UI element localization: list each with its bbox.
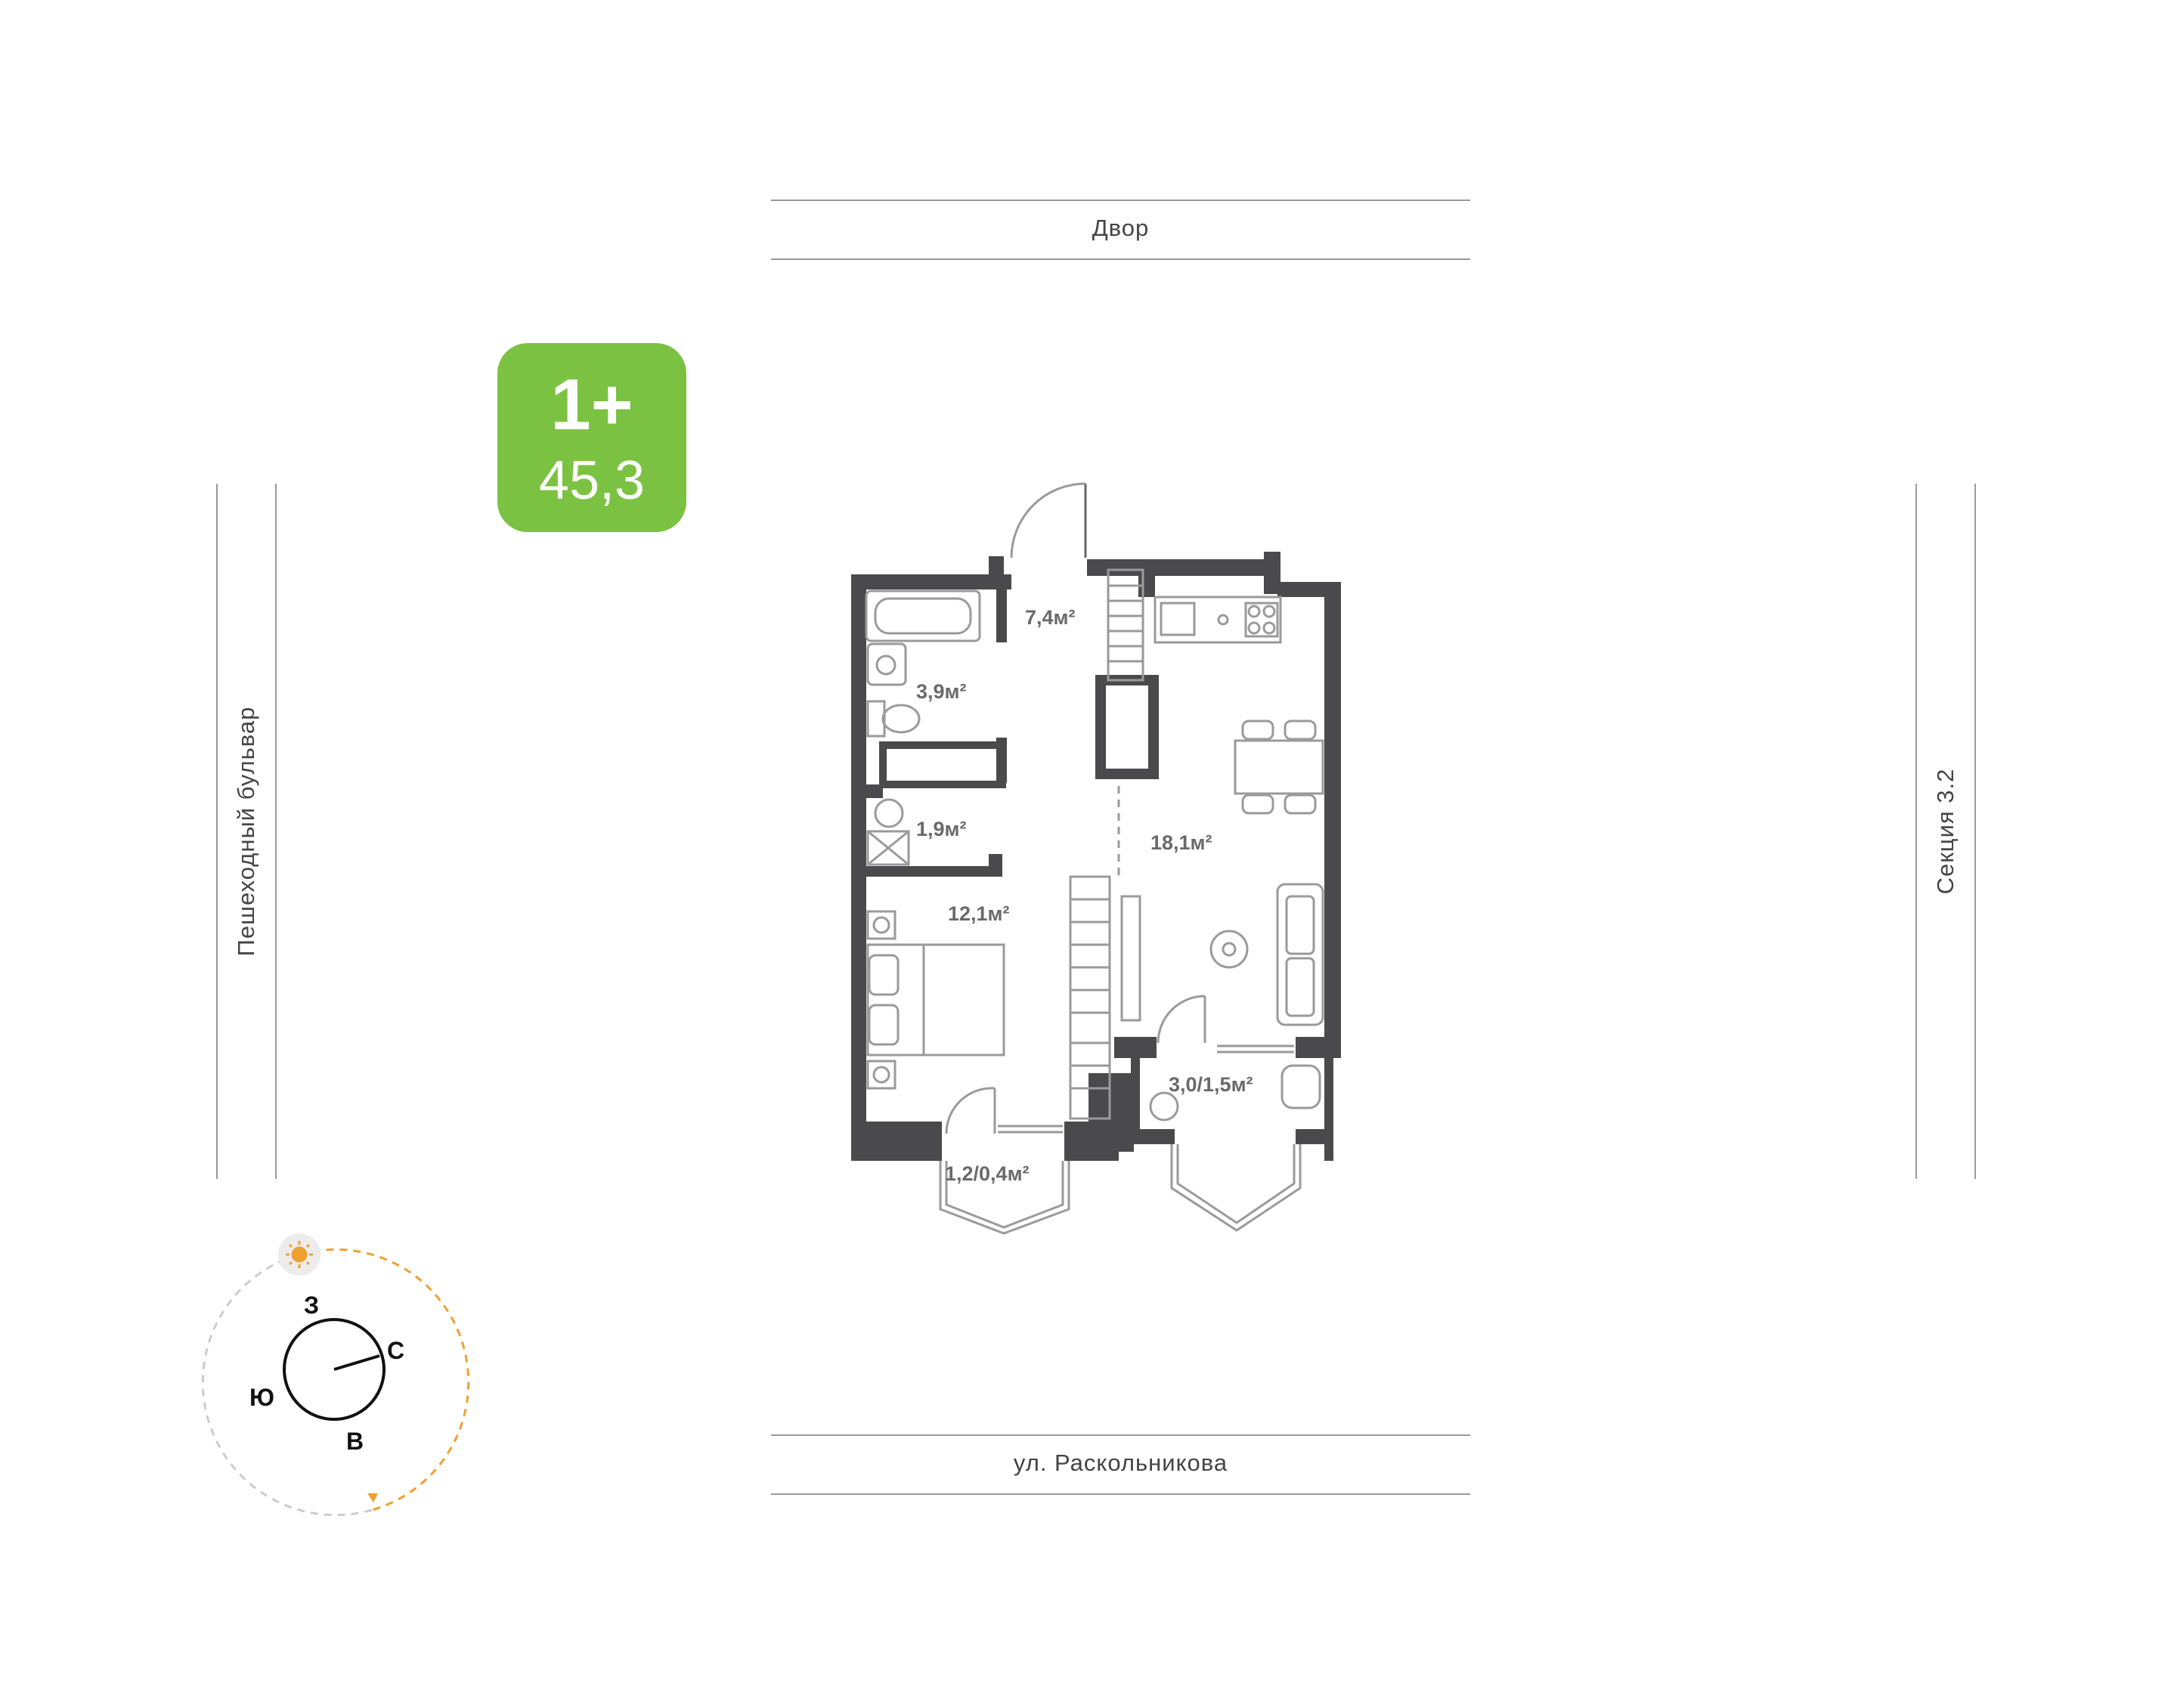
- nightstand: [866, 910, 897, 940]
- frame-line: [771, 258, 1470, 260]
- bed-blanket: [922, 943, 1005, 1057]
- wall-duct: [879, 741, 1006, 788]
- wall-top-right: [1087, 559, 1277, 576]
- wall-laundry-bottom: [866, 866, 999, 877]
- tv-stand: [1120, 895, 1141, 1022]
- compass-dial: [283, 1318, 386, 1421]
- kitchen-sink: [1160, 602, 1196, 636]
- nightstand: [866, 1060, 897, 1090]
- details: [865, 482, 1324, 1235]
- wall-top-left: [851, 574, 1011, 589]
- wall-living-bottom-right: [1296, 1037, 1341, 1058]
- plant: [1149, 1091, 1179, 1122]
- room-area-laundry: 1,9м²: [916, 818, 967, 840]
- bedroom-balcony-door: [945, 1087, 996, 1134]
- frame-line: [771, 1434, 1470, 1436]
- sun-path: [299, 1248, 470, 1512]
- room-labels: 7,4м² 3,9м² 1,9м² 12,1м² 18,1м² 3,0/1,5м…: [916, 606, 1253, 1185]
- toilet-bowl: [881, 704, 921, 734]
- frame-line: [771, 1493, 1470, 1495]
- toilet-tank: [866, 700, 886, 738]
- frame-line: [216, 484, 218, 1179]
- chair: [1284, 794, 1317, 815]
- sofa: [1276, 883, 1324, 1026]
- wall-loggia-right: [1324, 1058, 1333, 1161]
- night-path: [201, 1253, 373, 1517]
- wall-loggia-left: [1131, 1058, 1140, 1144]
- badge-rooms: 1+: [550, 364, 633, 445]
- cooktop: [1244, 602, 1279, 638]
- dining-table: [1234, 739, 1324, 795]
- hall-wardrobe: [1107, 568, 1144, 682]
- pillow: [868, 954, 900, 996]
- entry-door-swing: [1010, 482, 1086, 559]
- armchair: [1280, 1064, 1321, 1109]
- room-area-balcony: 1,2/0,4м²: [945, 1162, 1030, 1185]
- street-frame-bottom: ул. Раскольникова: [771, 1434, 1470, 1495]
- compass: З С Ю В: [201, 1233, 470, 1517]
- coffee-table: [1209, 930, 1249, 969]
- wall-top-right-end: [1264, 552, 1280, 594]
- wall-shaft: [1095, 675, 1159, 779]
- compass-east: В: [346, 1428, 364, 1455]
- bathtub: [865, 589, 981, 642]
- wall-top-right-jamb: [1138, 559, 1155, 597]
- street-label-bottom: ул. Раскольникова: [1013, 1450, 1228, 1476]
- bathroom-sink: [866, 642, 907, 686]
- pillow: [868, 1004, 900, 1046]
- badge-area: 45,3: [538, 450, 646, 511]
- wall-separator: [866, 784, 883, 798]
- chair: [1241, 719, 1274, 741]
- frame-line: [771, 200, 1470, 201]
- wall-loggia-bottom-left: [1131, 1129, 1175, 1144]
- wall-living-bottom-left: [1114, 1037, 1157, 1058]
- wall-laundry-jamb: [989, 854, 1002, 877]
- room-area-loggia: 3,0/1,5м²: [1169, 1073, 1253, 1096]
- wall-outer-left: [851, 574, 866, 1161]
- frame-line: [1915, 484, 1917, 1179]
- compass-needle: [333, 1354, 380, 1371]
- boulevard-frame: Пешеходный бульвар: [216, 484, 277, 1179]
- frame-line: [275, 484, 277, 1179]
- section-frame: Секция 3.2: [1915, 484, 1976, 1179]
- apartment-badge: 1+ 45,3: [497, 343, 686, 532]
- street-label-top: Двор: [1092, 215, 1150, 241]
- courtyard-frame: Двор: [771, 200, 1470, 260]
- loggia-door: [1157, 995, 1206, 1044]
- balcony-left: [939, 1161, 1070, 1235]
- bedroom-wardrobe: [1069, 875, 1111, 1120]
- chair: [1284, 719, 1317, 741]
- room-area-bedroom: 12,1м²: [948, 902, 1010, 925]
- compass-west: З: [304, 1292, 319, 1319]
- wall-pillar-block: [1088, 1073, 1134, 1152]
- compass-north: С: [387, 1337, 404, 1364]
- room-area-kitchen-living: 18,1м²: [1150, 831, 1212, 854]
- washing-machine: [874, 798, 904, 828]
- bay-window: [1170, 1144, 1302, 1232]
- wall-bottom-left: [851, 1122, 942, 1161]
- bed: [866, 943, 1005, 1057]
- chair: [1241, 794, 1274, 815]
- frame-line: [1974, 484, 1976, 1179]
- wall-outer-right: [1324, 582, 1341, 1058]
- sun-icon: [286, 1241, 313, 1268]
- wall-loggia-bottom-right: [1296, 1129, 1333, 1144]
- kitchen-counter: [1154, 596, 1282, 644]
- room-area-bathroom: 3,9м²: [916, 680, 967, 703]
- wall-bath-partition: [996, 574, 1007, 642]
- bathtub-inner: [874, 597, 972, 635]
- laundry-tray: [866, 830, 910, 866]
- walls: [851, 552, 1341, 1161]
- sun-path-arrow: [367, 1493, 378, 1502]
- room-area-hall: 7,4м²: [1025, 606, 1076, 629]
- compass-south: Ю: [249, 1384, 274, 1411]
